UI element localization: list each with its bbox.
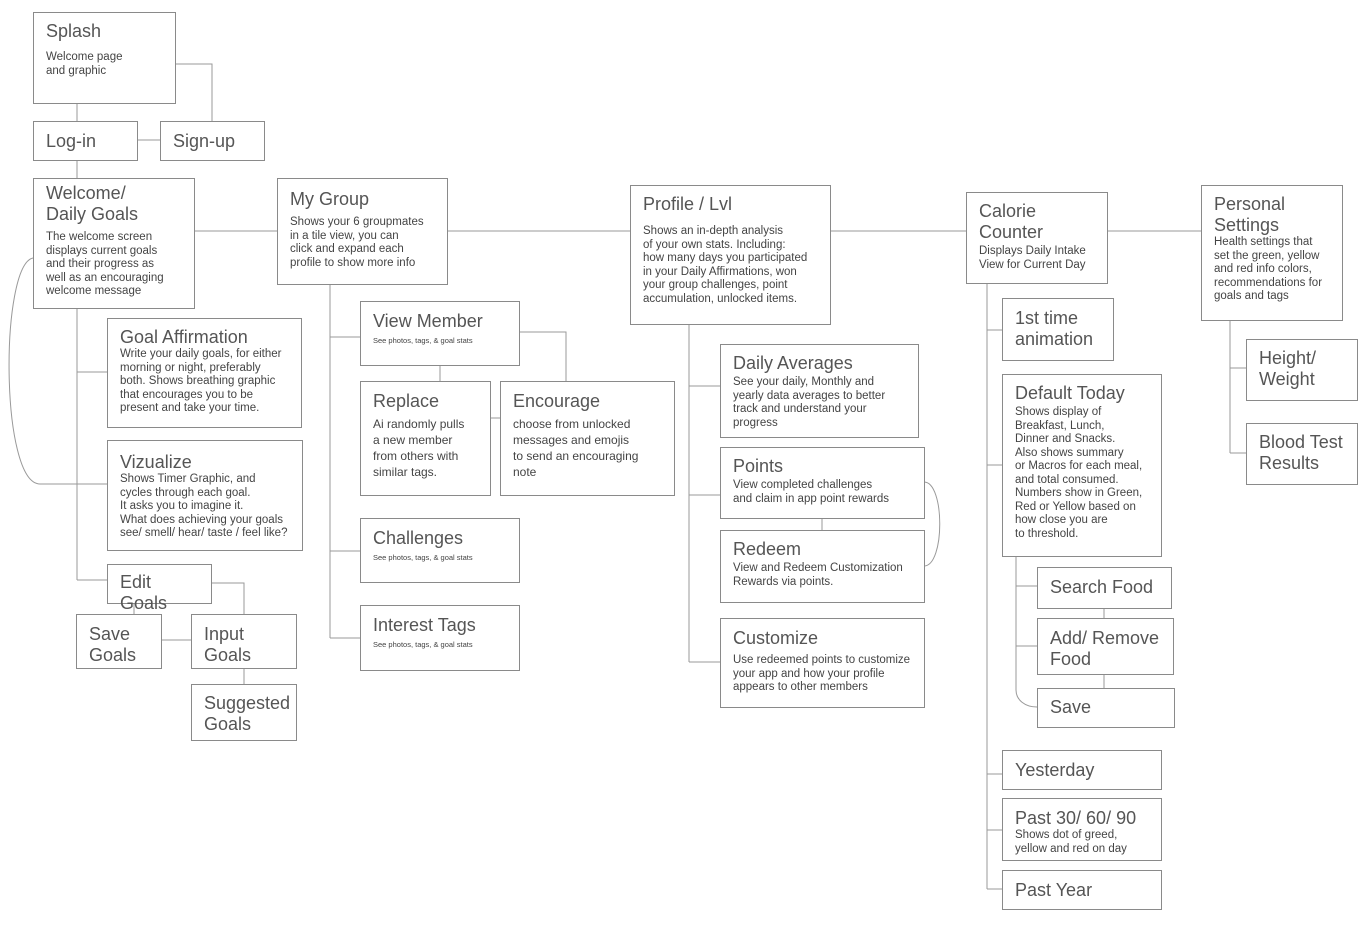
daily-averages-desc: See your daily, Monthly and yearly data … xyxy=(733,376,886,429)
default-today-node: Default Today Shows display of Breakfast… xyxy=(1002,374,1162,557)
welcome-title: Welcome/ Daily Goals xyxy=(46,183,139,224)
personal-settings-desc: Health settings that set the green, yell… xyxy=(1214,236,1323,302)
search-food-node: Search Food xyxy=(1037,567,1172,609)
profile-node: Profile / Lvl Shows an in-depth analysis… xyxy=(630,185,831,325)
view-member-title: View Member xyxy=(373,311,483,331)
goal-affirmation-title: Goal Affirmation xyxy=(120,327,248,347)
my-group-title: My Group xyxy=(290,189,370,209)
view-member-node: View Member See photos, tags, & goal sta… xyxy=(360,301,520,366)
challenges-node: Challenges See photos, tags, & goal stat… xyxy=(360,518,520,583)
signup-node: Sign-up xyxy=(160,121,265,161)
add-remove-food-title: Add/ Remove Food xyxy=(1050,628,1160,669)
challenges-sub: See photos, tags, & goal stats xyxy=(373,553,473,562)
calorie-counter-node: Calorie Counter Displays Daily Intake Vi… xyxy=(966,192,1108,284)
save-goals-node: Save Goals xyxy=(76,614,162,669)
input-goals-node: Input Goals xyxy=(191,614,297,669)
edit-goals-node: Edit Goals xyxy=(107,564,212,613)
past-30-60-90-node: Past 30/ 60/ 90 Shows dot of greed, yell… xyxy=(1002,798,1162,861)
points-node: Points View completed challenges and cla… xyxy=(720,447,925,519)
profile-title: Profile / Lvl xyxy=(643,194,733,214)
suggested-goals-title: Suggested Goals xyxy=(204,693,291,734)
daily-averages-node: Daily Averages See your daily, Monthly a… xyxy=(720,344,919,438)
save-food-node: Save xyxy=(1037,688,1175,728)
customize-desc: Use redeemed points to customize your ap… xyxy=(733,654,911,693)
redeem-desc: View and Redeem Customization Rewards vi… xyxy=(733,562,903,588)
redeem-node: Redeem View and Redeem Customization Rew… xyxy=(720,530,925,603)
welcome-node: Welcome/ Daily Goals The welcome screen … xyxy=(33,178,195,309)
past-year-node: Past Year xyxy=(1002,870,1162,910)
replace-title: Replace xyxy=(373,391,440,411)
input-goals-title: Input Goals xyxy=(204,624,252,665)
vizualize-node: Vizualize Shows Timer Graphic, and cycle… xyxy=(107,440,303,551)
blood-test-results-node: Blood Test Results xyxy=(1246,423,1358,485)
login-node: Log-in xyxy=(33,121,138,161)
goal-affirmation-desc: Write your daily goals, for either morni… xyxy=(120,348,282,414)
replace-desc: Ai randomly pulls a new member from othe… xyxy=(373,417,465,479)
vizualize-desc: Shows Timer Graphic, and cycles through … xyxy=(120,473,288,539)
points-desc: View completed challenges and claim in a… xyxy=(733,479,889,505)
my-group-desc: Shows your 6 groupmates in a tile view, … xyxy=(290,216,424,269)
calorie-counter-desc: Displays Daily Intake View for Current D… xyxy=(979,245,1086,271)
first-time-animation-node: 1st time animation xyxy=(1002,298,1114,361)
encourage-desc: choose from unlocked messages and emojis… xyxy=(513,417,639,479)
replace-node: Replace Ai randomly pulls a new member f… xyxy=(360,381,491,496)
encourage-node: Encourage choose from unlocked messages … xyxy=(500,381,675,496)
points-title: Points xyxy=(733,456,784,476)
my-group-node: My Group Shows your 6 groupmates in a ti… xyxy=(277,178,448,285)
personal-settings-node: Personal Settings Health settings that s… xyxy=(1201,185,1343,321)
search-food-title: Search Food xyxy=(1050,577,1154,597)
save-food-title: Save xyxy=(1050,697,1092,717)
customize-title: Customize xyxy=(733,628,819,648)
interest-tags-node: Interest Tags See photos, tags, & goal s… xyxy=(360,605,520,671)
interest-tags-sub: See photos, tags, & goal stats xyxy=(373,640,473,649)
first-time-animation-title: 1st time animation xyxy=(1015,308,1094,349)
splash-node: Splash Welcome page and graphic xyxy=(33,12,176,104)
height-weight-title: Height/ Weight xyxy=(1259,348,1317,389)
yesterday-node: Yesterday xyxy=(1002,750,1162,790)
redeem-title: Redeem xyxy=(733,539,802,559)
goal-affirmation-node: Goal Affirmation Write your daily goals,… xyxy=(107,318,302,428)
vizualize-title: Vizualize xyxy=(120,452,192,472)
view-member-sub: See photos, tags, & goal stats xyxy=(373,336,473,345)
signup-title: Sign-up xyxy=(173,131,236,151)
customize-node: Customize Use redeemed points to customi… xyxy=(720,618,925,708)
daily-averages-title: Daily Averages xyxy=(733,353,853,373)
past-30-60-90-desc: Shows dot of greed, yellow and red on da… xyxy=(1015,829,1127,855)
default-today-title: Default Today xyxy=(1015,383,1125,403)
splash-desc: Welcome page and graphic xyxy=(46,51,123,77)
personal-settings-title: Personal Settings xyxy=(1214,194,1286,235)
height-weight-node: Height/ Weight xyxy=(1246,339,1358,401)
encourage-title: Encourage xyxy=(513,391,601,411)
past-30-60-90-title: Past 30/ 60/ 90 xyxy=(1015,808,1137,828)
calorie-counter-title: Calorie Counter xyxy=(979,201,1044,242)
save-goals-title: Save Goals xyxy=(89,624,137,665)
suggested-goals-node: Suggested Goals xyxy=(191,684,297,741)
default-today-desc: Shows display of Breakfast, Lunch, Dinne… xyxy=(1015,406,1143,540)
challenges-title: Challenges xyxy=(373,528,464,548)
blood-test-results-title: Blood Test Results xyxy=(1259,432,1343,473)
splash-title: Splash xyxy=(46,21,102,41)
add-remove-food-node: Add/ Remove Food xyxy=(1037,618,1174,675)
welcome-desc: The welcome screen displays current goal… xyxy=(46,231,164,297)
interest-tags-title: Interest Tags xyxy=(373,615,476,635)
profile-desc: Shows an in-depth analysis of your own s… xyxy=(643,225,808,305)
yesterday-title: Yesterday xyxy=(1015,760,1095,780)
login-title: Log-in xyxy=(46,131,97,151)
past-year-title: Past Year xyxy=(1015,880,1093,900)
edit-goals-title: Edit Goals xyxy=(120,572,168,613)
